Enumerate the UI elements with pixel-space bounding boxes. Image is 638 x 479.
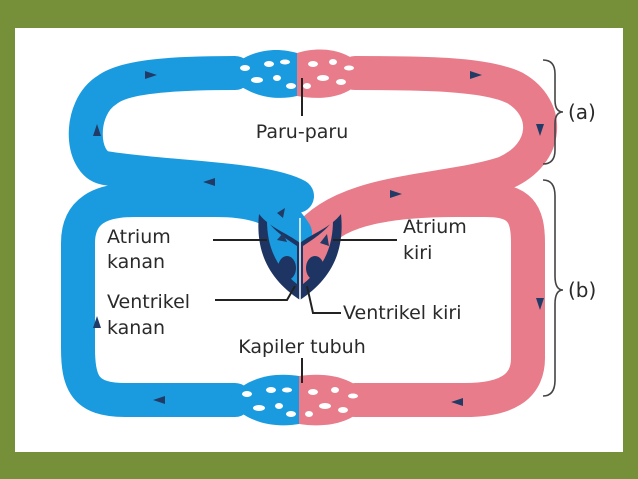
arrow-icon	[390, 190, 402, 198]
arrow-icon	[145, 71, 157, 79]
right-ventricle-chamber	[278, 256, 296, 280]
arrow-icon	[320, 234, 329, 246]
lungs-capillary-bed	[225, 49, 367, 98]
arrow-icon	[93, 316, 101, 328]
arrow-icon	[451, 398, 463, 406]
arrow-icon	[277, 208, 285, 218]
label-left-ventricle: Ventrikel kiri	[343, 302, 462, 324]
diagram-frame: Paru-paru Atrium kanan Atrium kiri Ventr…	[15, 28, 623, 452]
flow-arrows	[93, 71, 544, 406]
arrow-icon	[536, 298, 544, 310]
bracket-a	[542, 59, 564, 165]
arrow-icon	[536, 124, 544, 136]
label-lungs: Paru-paru	[256, 121, 349, 143]
arrow-icon	[277, 233, 287, 242]
label-right-atrium-line1: Atrium	[107, 226, 171, 248]
label-pointers	[213, 78, 397, 383]
arrow-icon	[470, 71, 482, 79]
label-left-atrium-line1: Atrium	[403, 216, 467, 238]
label-right-ventricle-line1: Ventrikel	[107, 291, 190, 313]
label-body-capillaries: Kapiler tubuh	[238, 336, 366, 358]
label-right-ventricle-line2: kanan	[107, 317, 165, 339]
arrow-icon	[203, 178, 215, 186]
label-left-atrium-line2: kiri	[403, 242, 432, 264]
label-right-atrium-line2: kanan	[107, 251, 165, 273]
bracket-b	[542, 179, 564, 397]
aorta-vessel	[300, 183, 545, 417]
vena-cava-vessel	[61, 183, 312, 417]
circulation-diagram: Paru-paru Atrium kanan Atrium kiri Ventr…	[61, 49, 596, 426]
left-ventricle-chamber	[306, 256, 324, 280]
bracket-label-b: (b)	[568, 278, 596, 302]
heart	[258, 214, 342, 303]
arrow-icon	[93, 124, 101, 136]
body-capillary-bed	[227, 374, 370, 426]
arrow-icon	[153, 396, 165, 404]
bracket-label-a: (a)	[568, 100, 596, 124]
